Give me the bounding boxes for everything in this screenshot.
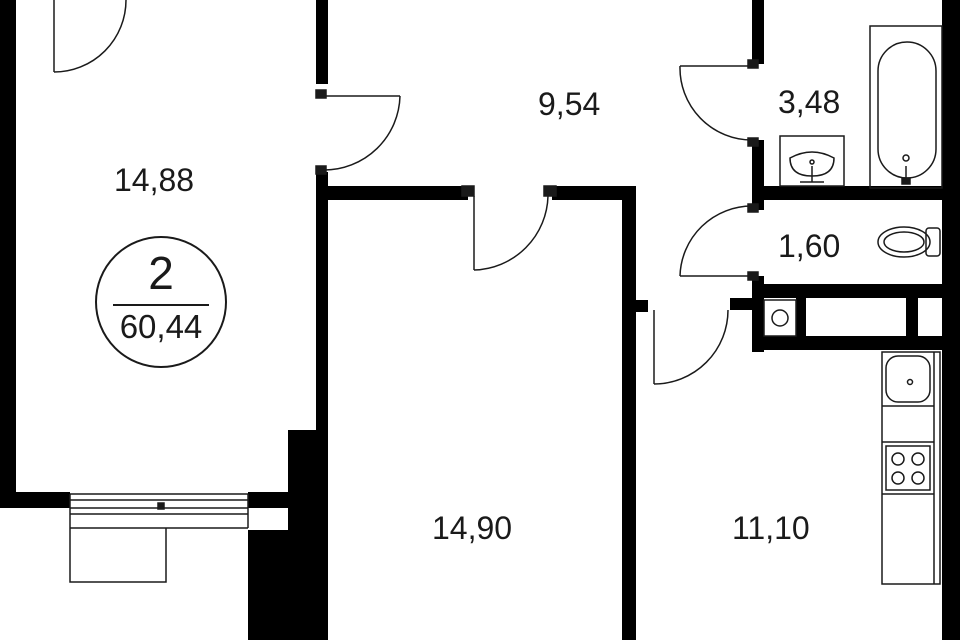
kitchen-counter [881, 351, 941, 585]
toilet-icon [877, 226, 941, 258]
room-count: 2 [148, 247, 174, 299]
wall-bedroom-top-right [552, 186, 636, 200]
area-bedroom: 14,90 [432, 510, 513, 546]
wall-shaft-divider-1 [796, 296, 806, 338]
kitchen-sink-icon [885, 355, 931, 403]
wall-right-outer [942, 0, 960, 640]
wall-shaft-bottom [752, 336, 960, 350]
wall-corner-notch [248, 530, 288, 640]
area-room-left: 14,88 [114, 162, 195, 198]
wall-left-bottom [0, 492, 70, 508]
doors [53, 0, 759, 385]
shaft-icon [763, 299, 797, 337]
area-toilet: 1,60 [778, 228, 841, 264]
area-bathroom: 3,48 [778, 84, 841, 120]
wall-stub-right-of-bedroom [636, 300, 648, 312]
wall-bottom-left-column [288, 430, 328, 640]
sink-icon [779, 135, 845, 187]
wall-toilet-bottom [752, 284, 960, 298]
wall-bath-toilet-divider [752, 186, 960, 200]
area-hallway: 9,54 [538, 86, 601, 122]
wall-left-outer [0, 0, 16, 508]
wall-stub-kitchen-door [730, 298, 754, 310]
total-area: 60,44 [119, 308, 203, 345]
wall-bedroom-right [622, 186, 636, 640]
stove-icon [885, 445, 931, 491]
apartment-badge: 2 60,44 [95, 236, 227, 368]
badge-divider [113, 304, 209, 306]
wall-shaft-divider-2 [906, 296, 918, 338]
wall-left-room-right-lower [316, 172, 328, 436]
wall-wet-left-upper [752, 0, 764, 64]
bathtub-icon [869, 25, 943, 189]
wall-bedroom-top-left [316, 186, 468, 200]
wall-left-room-right-upper [316, 0, 328, 84]
window-balcony [69, 493, 249, 583]
area-kitchen: 11,10 [732, 510, 810, 546]
